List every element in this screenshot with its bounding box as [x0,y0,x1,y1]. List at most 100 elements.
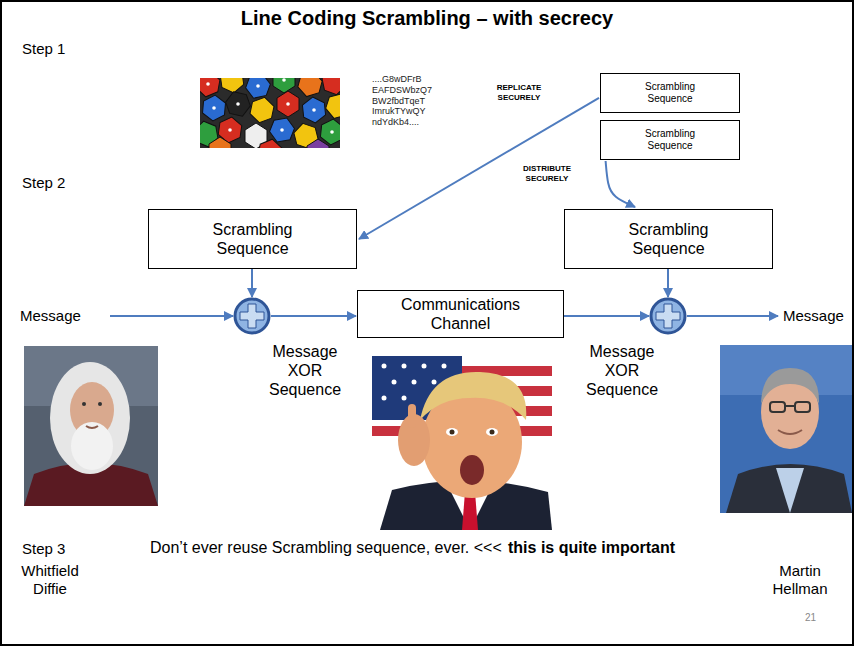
portrait-photo-part [720,345,852,513]
dice-photo [200,78,340,148]
dice-photo-part-part [236,102,240,106]
process-box: Scrambling Sequence [148,209,357,269]
dice-photo-part-part [202,94,226,122]
flow-arrows-part [564,315,649,317]
slide-label: Step 2 [22,174,65,192]
process-box: Scrambling Sequence [564,209,773,269]
portrait-photo-part-part [382,396,387,401]
process-box: Scrambling Sequence [600,73,740,113]
portrait-photo-part [726,464,852,513]
dice-photo-part-part [212,106,216,110]
portrait-photo-part [460,455,484,485]
box-text: Scrambling Sequence [619,220,719,258]
slide-label: Martin Hellman [760,562,840,598]
process-box: Communications Channel [357,290,564,338]
portrait-photo-part [761,368,819,404]
dice-photo-part-part [256,84,260,88]
portrait-photo-part [50,362,130,474]
dice-photo-part-part [228,128,232,132]
box-text: Scrambling Sequence [635,128,705,152]
dice-photo-part-part [312,108,316,112]
portrait-photo-part [86,426,98,428]
dice-photo-part [206,78,334,134]
portrait-photo-part [770,402,785,412]
portrait-photo-part-part [442,364,447,369]
portrait-photo-part-part [412,380,417,385]
flow-arrows-part [687,315,778,317]
portrait-photo-part-part [422,364,427,369]
slide-label: Message [20,307,81,325]
dice-photo-part-part [209,137,231,148]
dice-photo-part-part [302,96,327,124]
portrait-photo-part [372,356,552,530]
portrait-photo-part [776,468,804,513]
dice-photo-part-part [307,139,329,148]
portrait-photo-part-part [402,396,407,401]
dice-photo-part-part [223,88,253,120]
box-text: Scrambling Sequence [203,220,303,258]
dice-photo-part [200,78,340,148]
xor-symbol-part [651,299,685,333]
dice-photo-part-part [257,137,283,148]
dice-photo-part-part [296,78,324,99]
slide-label: Don’t ever reuse Scrambling sequence, ev… [150,538,502,557]
portrait-photo-part [486,428,498,436]
portrait-photo [24,346,158,506]
portrait-photo [720,345,852,513]
xor-symbol-part [235,299,269,333]
slide-title: Line Coding Scrambling – with secrecy [0,6,854,30]
portrait-photo-part [490,430,495,435]
process-box: Scrambling Sequence [600,120,740,160]
dice-photo-part-part [324,90,340,122]
portrait-photo-part-part [382,364,387,369]
slide-label: ....G8wDFrB EAFDSWbzQ7 BW2fbdTqeT ImrukT… [372,74,442,128]
edge-label: REPLICATE SECURELY [488,83,550,103]
portrait-photo-part-part [402,364,407,369]
dice-photo-part-part [219,78,244,94]
xor-symbol-part [656,304,680,328]
portrait-photo-part-part [392,380,397,385]
dice-photo-part-part [200,78,221,99]
slide-label: Message XOR Sequence [575,342,669,400]
dice-photo-part-part [330,130,334,134]
dice-photo-part-part [286,102,290,106]
dice-photo-part-part [249,95,276,125]
xor-symbol [235,299,269,333]
portrait-photo-part [420,372,526,420]
xor-symbol-part [240,304,264,328]
portrait-photo-part [24,346,158,506]
flow-arrows-part [271,315,356,317]
dice-photo-part-part [273,78,295,93]
slide-label: Whitfield Diffie [10,562,90,598]
portrait-photo-part [446,428,458,436]
box-text: Scrambling Sequence [635,81,705,105]
dice-photo-part-part [280,128,284,132]
dice-photo-part-part [321,78,340,97]
portrait-photo-part-part [432,380,437,385]
slide-label: Step 3 [22,540,65,558]
portrait-photo [372,356,552,530]
flow-arrows-part [110,315,233,317]
portrait-photo-part [785,405,795,407]
portrait-photo-part [450,430,455,435]
portrait-photo-part [82,402,86,406]
slide-label: Message [783,307,844,325]
xor-symbol [651,299,685,333]
edge-label: DISTRIBUTE SECURELY [514,164,580,184]
portrait-photo-part [795,402,810,412]
flow-arrows-part [667,269,669,297]
connector-arrow [606,161,635,207]
dice-photo-part-part [277,91,299,117]
portrait-photo-part [71,422,113,470]
box-text: Communications Channel [396,295,526,333]
slide-label: Message XOR Sequence [258,342,352,400]
slide-label: this is quite important [508,538,675,557]
portrait-photo-part [98,402,102,406]
flow-arrows-part [251,269,253,297]
portrait-photo-part [778,430,802,434]
dice-photo-part-part [206,82,210,86]
page-number: 21 [805,612,816,624]
portrait-photo-part [408,404,416,428]
dice-photo-part-part [282,78,286,82]
